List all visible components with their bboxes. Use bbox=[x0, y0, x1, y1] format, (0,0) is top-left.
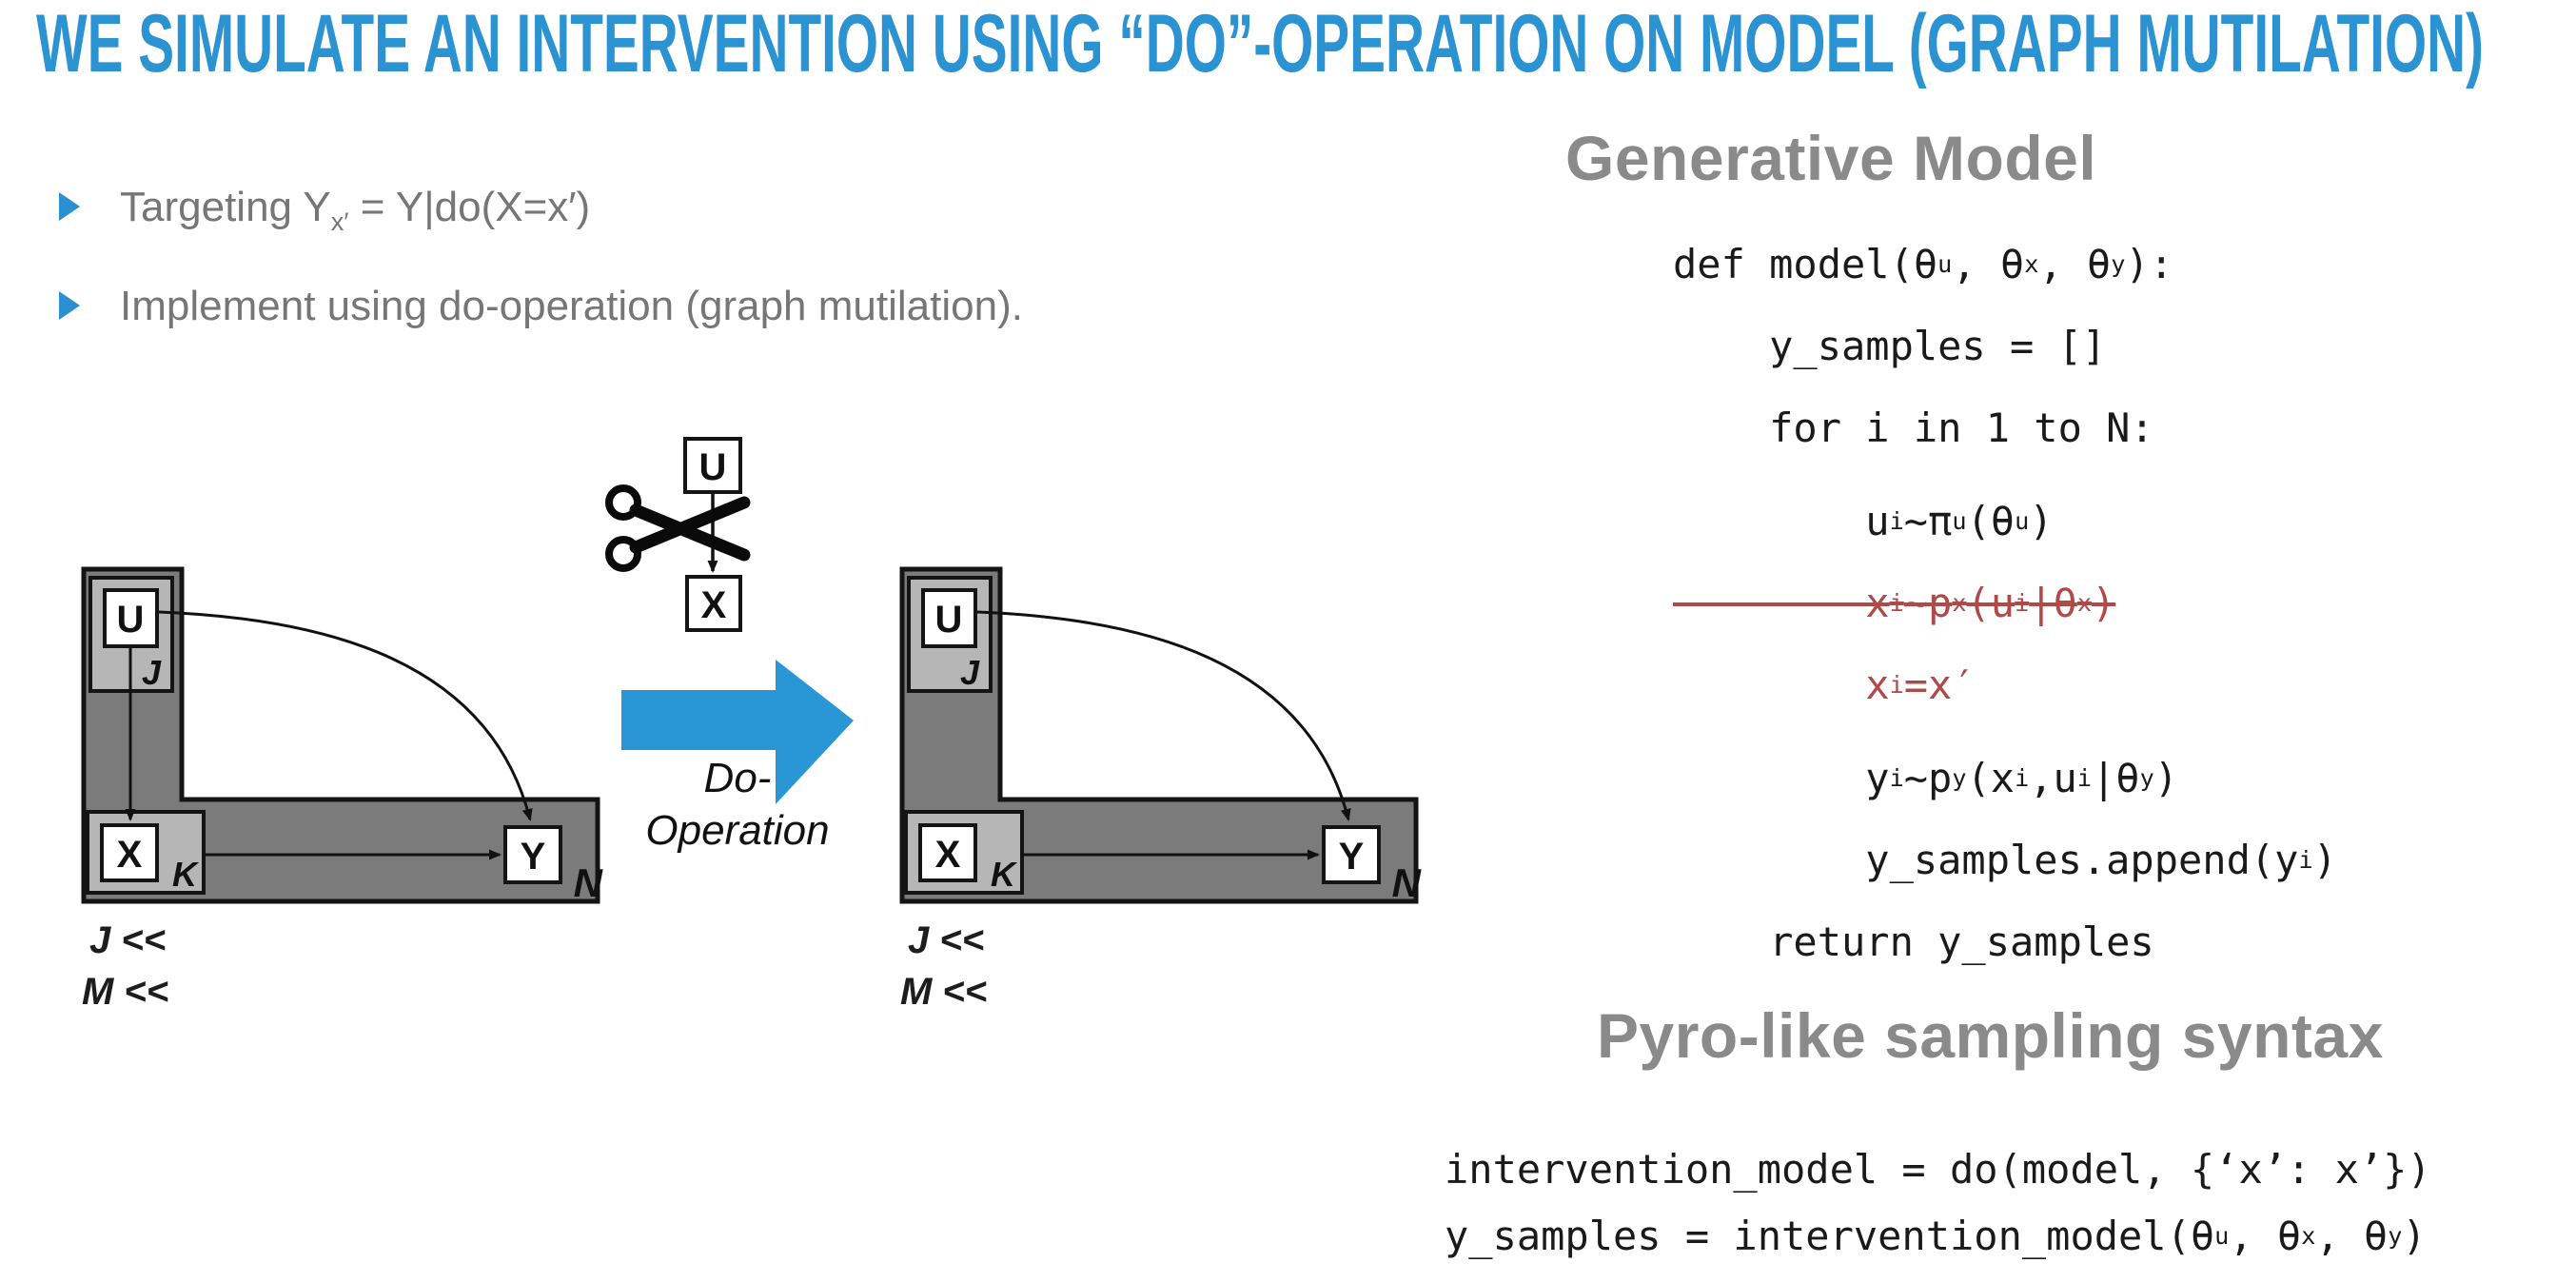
code-line: for i in 1 to N: bbox=[1673, 404, 2154, 451]
plate-n-label: N bbox=[574, 860, 604, 905]
node-u-label: U bbox=[935, 599, 963, 641]
plate-n bbox=[81, 566, 600, 904]
pyro-syntax-code: intervention_model = do(model, {‘x’: x’}… bbox=[1445, 1135, 2431, 1269]
node-u-box bbox=[103, 588, 159, 648]
plate-j-label: J bbox=[960, 653, 980, 692]
do-operation-arrow bbox=[621, 660, 854, 804]
plate-diagram-original: U X Y J K N bbox=[81, 566, 604, 905]
node-y-box bbox=[1322, 825, 1381, 884]
diagram-caption-j: J << bbox=[89, 919, 167, 961]
diagram-caption-j: J << bbox=[908, 919, 985, 961]
cut-motif: U X bbox=[605, 437, 751, 632]
plate-n bbox=[899, 566, 1419, 904]
node-x-box bbox=[918, 823, 977, 882]
node-u-label: U bbox=[699, 446, 727, 488]
bullet-triangle-icon bbox=[59, 192, 80, 221]
diagram-caption-m: M << bbox=[900, 971, 988, 1013]
scissors-icon bbox=[605, 484, 751, 572]
bullet-text-2: Implement using do-operation (graph muti… bbox=[120, 283, 1023, 329]
node-y-label: Y bbox=[1339, 836, 1365, 878]
node-u-box bbox=[921, 588, 977, 648]
node-x-label: X bbox=[935, 834, 961, 876]
edge-u-to-y bbox=[158, 610, 533, 821]
do-operation-label: Do- Operation bbox=[614, 752, 861, 857]
plate-k-label: K bbox=[172, 855, 200, 894]
plate-diagram-mutilated: U X Y J K N bbox=[899, 566, 1423, 905]
plate-j-label: J bbox=[142, 653, 162, 692]
code-line: return y_samples bbox=[1673, 918, 2154, 965]
slide-title: WE SIMULATE AN INTERVENTION USING “DO”-O… bbox=[36, 0, 2576, 88]
bullet-item-2: Implement using do-operation (graph muti… bbox=[59, 282, 1023, 331]
node-x-box bbox=[685, 575, 742, 632]
generative-model-heading: Generative Model bbox=[1565, 123, 2097, 193]
node-y-label: Y bbox=[521, 836, 546, 878]
do-operation-label-line2: Operation bbox=[645, 807, 830, 854]
node-y-box bbox=[503, 825, 562, 884]
node-u-label: U bbox=[117, 599, 145, 641]
node-x-label: X bbox=[117, 834, 143, 876]
bullet-triangle-icon bbox=[59, 291, 80, 320]
code-line: y_samples = [] bbox=[1673, 322, 2107, 369]
plate-k-label: K bbox=[991, 855, 1018, 894]
right-block-arrow-icon bbox=[621, 660, 854, 804]
plate-n-label: N bbox=[1392, 860, 1423, 905]
code-line: intervention_model = do(model, {‘x’: x’}… bbox=[1445, 1145, 2431, 1193]
bullet-item-1: Targeting Yx′ = Y|do(X=x′) bbox=[59, 183, 590, 247]
node-u-box bbox=[683, 437, 742, 494]
do-operation-label-line1: Do- bbox=[703, 755, 772, 801]
node-x-label: X bbox=[701, 584, 727, 626]
bullet-text-1: Targeting Yx′ = Y|do(X=x′) bbox=[120, 184, 591, 236]
pyro-syntax-heading: Pyro-like sampling syntax bbox=[1597, 1000, 2384, 1071]
diagram-caption-m: M << bbox=[82, 971, 169, 1013]
node-x-box bbox=[100, 823, 159, 882]
slide-title-text: WE SIMULATE AN INTERVENTION USING “DO”-O… bbox=[36, 0, 2485, 89]
edge-u-to-y bbox=[976, 610, 1351, 821]
